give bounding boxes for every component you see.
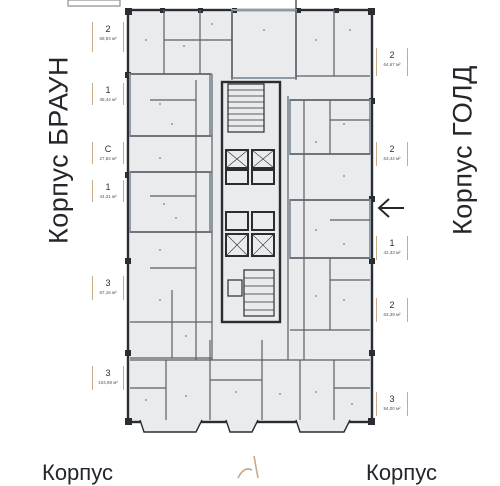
- unit-rooms: 2: [105, 24, 111, 34]
- unit-area: 63,44 м²: [383, 156, 401, 161]
- unit-area: 68,93 м²: [99, 36, 117, 41]
- unit-rooms: 2: [389, 300, 395, 310]
- unit-tag-left-3[interactable]: С 27,84 м²: [92, 142, 124, 164]
- unit-rooms: 2: [389, 144, 395, 154]
- bottom-building-label-right: Корпус: [366, 460, 437, 485]
- unit-area: 44,31 м²: [99, 194, 117, 199]
- unit-tag-right-1[interactable]: 2 64,67 м²: [376, 48, 408, 76]
- unit-rooms: 1: [389, 238, 395, 248]
- building-label-right: Корпус ГОЛД: [447, 65, 478, 235]
- balconies: [139, 419, 351, 433]
- unit-area: 63,39 м²: [383, 312, 401, 317]
- unit-area: 64,67 м²: [383, 62, 401, 67]
- unit-tag-left-4[interactable]: 1 44,31 м²: [92, 180, 124, 202]
- unit-area: 38,44 м²: [99, 97, 117, 102]
- unit-tag-left-5[interactable]: 3 87,16 м²: [92, 276, 124, 300]
- unit-area: 94,00 м²: [383, 406, 401, 411]
- unit-area: 104,89 м²: [98, 380, 118, 385]
- building-label-left: Корпус БРАУН: [43, 56, 74, 244]
- unit-rooms: С: [104, 144, 112, 154]
- unit-tag-right-3[interactable]: 1 42,33 м²: [376, 236, 408, 260]
- arrow-left-icon: [377, 198, 404, 218]
- partitions: [130, 10, 370, 420]
- unit-rooms: 1: [105, 85, 111, 95]
- unit-tag-right-4[interactable]: 2 63,39 м²: [376, 298, 408, 322]
- unit-tag-left-1[interactable]: 2 68,93 м²: [92, 22, 124, 52]
- unit-area: 87,16 м²: [99, 290, 117, 295]
- unit-area: 27,84 м²: [99, 156, 117, 161]
- logo-icon: [237, 455, 259, 479]
- bottom-building-label-left: Корпус: [42, 460, 113, 485]
- unit-area: 42,33 м²: [383, 250, 401, 255]
- unit-tag-left-2[interactable]: 1 38,44 м²: [92, 83, 124, 105]
- unit-rooms: 3: [105, 368, 111, 378]
- building-core: [220, 80, 282, 324]
- unit-tag-right-5[interactable]: 3 94,00 м²: [376, 392, 408, 416]
- room-markers: [145, 23, 353, 405]
- unit-rooms: 2: [389, 50, 395, 60]
- unit-tag-left-6[interactable]: 3 104,89 м²: [92, 366, 124, 390]
- unit-rooms: 3: [389, 394, 395, 404]
- top-plate: [67, 0, 121, 7]
- unit-rooms: 3: [105, 278, 111, 288]
- unit-rooms: 1: [105, 182, 111, 192]
- unit-tag-right-2[interactable]: 2 63,44 м²: [376, 142, 408, 166]
